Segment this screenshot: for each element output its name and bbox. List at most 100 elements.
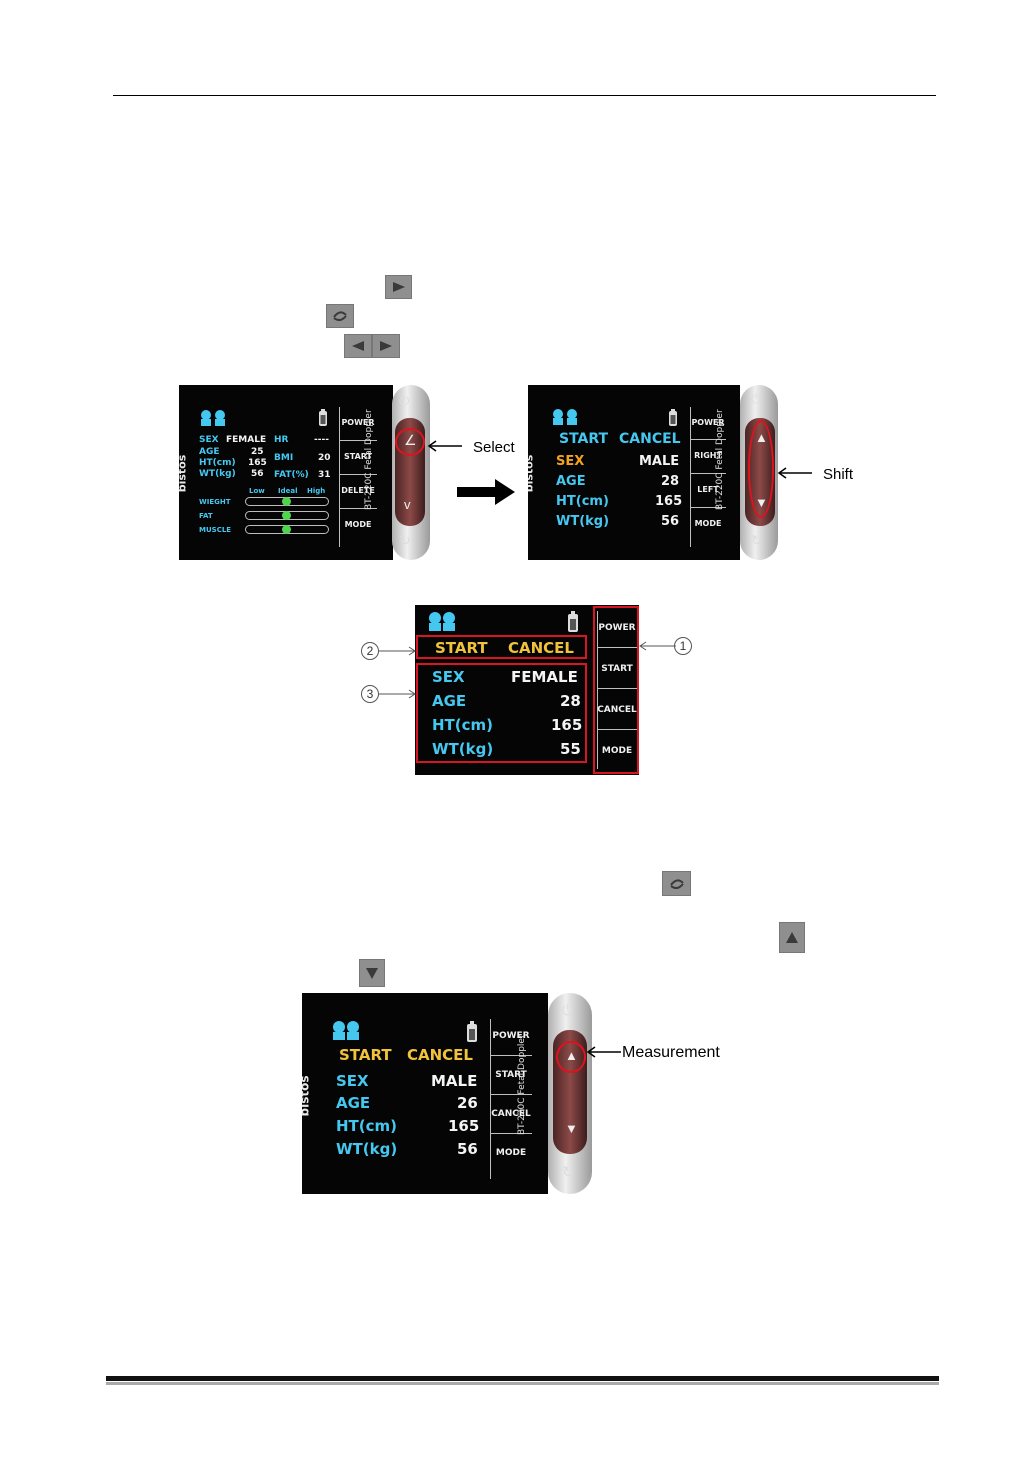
highlight-ring	[748, 420, 774, 518]
softkey-separator	[597, 688, 637, 689]
age-value: 26	[457, 1094, 478, 1112]
couple-icon	[201, 410, 225, 426]
start-softkey[interactable]: START	[495, 1070, 527, 1080]
power-softkey[interactable]: POWER	[598, 623, 636, 633]
battery-icon	[669, 409, 677, 426]
ht-value: 165	[551, 716, 583, 734]
sex-value: MALE	[431, 1072, 478, 1090]
callout-number-2: 2	[361, 642, 379, 660]
down-arrow-icon[interactable]: v	[404, 497, 411, 512]
age-value: 28	[560, 692, 581, 710]
select-callout: Select	[473, 439, 515, 456]
mode-softkey[interactable]: MODE	[495, 1148, 527, 1158]
ht-label: HT(cm)	[199, 458, 236, 468]
menu-bar-highlight	[416, 635, 587, 659]
start-softkey[interactable]: START	[343, 452, 373, 461]
fat-level-dot	[282, 511, 291, 520]
weight-level-dot	[282, 497, 291, 506]
softkey-separator	[690, 473, 726, 474]
power-icon[interactable]: ⏻	[562, 1002, 574, 1018]
softkeys-highlight	[593, 606, 639, 774]
refresh-key-icon	[662, 871, 691, 896]
sex-label: SEX	[336, 1072, 369, 1090]
refresh-icon[interactable]: ↻	[399, 532, 411, 548]
age-value: 28	[661, 474, 680, 489]
softkey-separator	[490, 1094, 532, 1095]
cancel-softkey[interactable]: CANCEL	[491, 1109, 531, 1119]
left-arrow-key-icon	[344, 334, 372, 358]
device-screen-input: bistos START CANCEL SEX MALE AGE 28 HT(c…	[528, 385, 740, 560]
cancel-option[interactable]: CANCEL	[407, 1046, 473, 1064]
footer-rule-shadow	[106, 1382, 939, 1385]
left-softkey[interactable]: LEFT	[697, 485, 719, 494]
fat-level-bar	[245, 511, 329, 520]
fat-percent-label: FAT(%)	[274, 470, 309, 480]
highlight-ring	[556, 1041, 586, 1073]
refresh-icon[interactable]: ↻	[562, 1164, 575, 1181]
power-icon[interactable]: ⏻	[399, 393, 410, 408]
callout-arrow	[379, 646, 416, 656]
sex-label: SEX	[199, 435, 219, 445]
right-arrow-key-icon	[372, 334, 400, 358]
start-option[interactable]: START	[435, 639, 488, 657]
power-softkey[interactable]: POWER	[492, 1031, 530, 1041]
header-rule	[113, 95, 936, 96]
battery-icon	[467, 1021, 477, 1042]
callout-arrow	[379, 689, 416, 699]
wt-label: WT(kg)	[432, 740, 494, 758]
softkey-separator	[690, 507, 726, 508]
sidebar-divider	[339, 407, 340, 547]
mode-softkey[interactable]: MODE	[601, 746, 633, 756]
delete-softkey[interactable]: DELETE	[341, 486, 375, 495]
device-screen-annotated: START CANCEL SEX FEMALE AGE 28 HT(cm) 16…	[415, 605, 639, 775]
hr-value: ----	[314, 435, 329, 445]
shift-callout: Shift	[823, 466, 854, 483]
couple-icon	[429, 612, 455, 631]
bmi-label: BMI	[274, 453, 294, 463]
power-softkey[interactable]: POWER	[691, 418, 725, 427]
callout-number-3: 3	[361, 685, 379, 703]
callout-number-1: 1	[674, 637, 692, 655]
device-screen-measurement: bistos START CANCEL SEX MALE AGE 26 HT(c…	[302, 993, 548, 1194]
start-softkey[interactable]: START	[601, 664, 633, 674]
mode-softkey[interactable]: MODE	[344, 520, 372, 529]
arrow-pointer-icon	[427, 440, 462, 452]
device-screen-result: bistos SEX FEMALE HR ---- AGE 25 BMI 20 …	[179, 385, 393, 560]
right-arrow-icon	[457, 479, 515, 505]
start-option[interactable]: START	[559, 431, 609, 447]
start-option[interactable]: START	[339, 1046, 392, 1064]
fields-highlight	[416, 663, 587, 763]
age-label: AGE	[556, 474, 586, 489]
ht-value: 165	[248, 458, 267, 468]
wt-label: WT(kg)	[199, 469, 236, 479]
model-label: BT-220C Fetal Doppler	[364, 409, 374, 510]
cancel-softkey[interactable]: CANCEL	[597, 705, 637, 715]
down-key-icon	[359, 959, 385, 987]
scale-low-label: Low	[249, 487, 265, 495]
sex-value: FEMALE	[511, 668, 578, 686]
measurement-callout: Measurement	[622, 1044, 720, 1061]
power-icon[interactable]: ⏻	[751, 391, 762, 406]
refresh-key-icon	[326, 304, 354, 328]
ht-value: 165	[448, 1117, 480, 1135]
mode-softkey[interactable]: MODE	[694, 519, 722, 528]
right-softkey[interactable]: RIGHT	[694, 451, 722, 460]
softkey-separator	[490, 1133, 532, 1134]
brand-logo: bistos	[528, 454, 536, 493]
wt-value: 55	[560, 740, 581, 758]
arrow-pointer-icon	[586, 1046, 621, 1058]
wt-label: WT(kg)	[556, 514, 610, 529]
refresh-icon[interactable]: ↻	[751, 532, 763, 548]
cancel-option[interactable]: CANCEL	[619, 431, 681, 447]
cancel-option[interactable]: CANCEL	[508, 639, 574, 657]
power-softkey[interactable]: POWER	[341, 418, 375, 427]
softkey-separator	[339, 440, 377, 441]
ht-label: HT(cm)	[556, 494, 609, 509]
ht-label: HT(cm)	[432, 716, 494, 734]
weight-row-label: WIEGHT	[199, 498, 231, 506]
softkey-separator	[490, 1055, 532, 1056]
sex-value: MALE	[639, 454, 680, 469]
sex-value: FEMALE	[226, 435, 267, 445]
softkey-separator	[597, 647, 637, 648]
down-arrow-icon[interactable]: ▼	[565, 1121, 578, 1136]
